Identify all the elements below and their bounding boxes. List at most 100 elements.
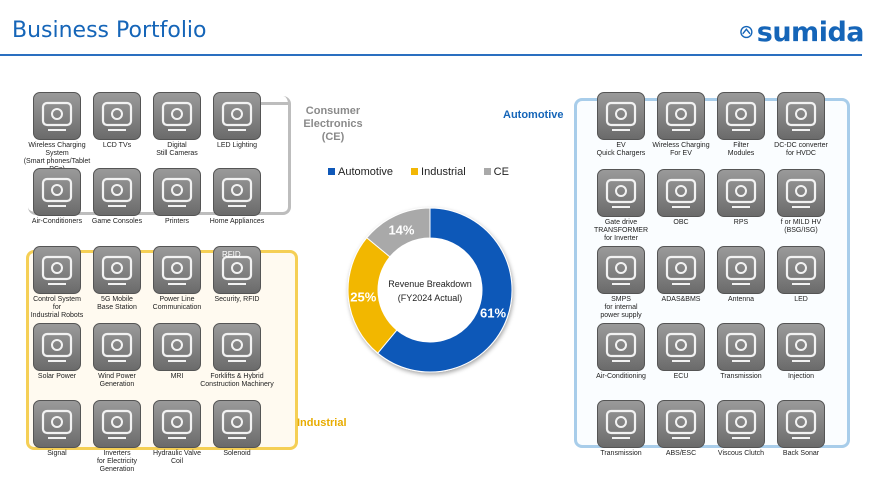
legend-item-ce: CE	[483, 166, 509, 178]
tile-caption: Injection	[787, 373, 815, 380]
led-bulb-icon	[213, 92, 261, 140]
tile-caption: Hydraulic Valve Coil	[152, 450, 202, 465]
tile-caption: Back Sonar	[782, 450, 820, 457]
tile-caption: LED Lighting	[216, 142, 258, 149]
rfid-badge: RFID	[222, 250, 241, 259]
tile-caption: SMPS for internal power supply	[600, 296, 642, 319]
tile-caption: Air-Conditioning	[596, 373, 646, 380]
smps-icon	[597, 246, 645, 294]
dashboard-vent-icon	[597, 323, 645, 371]
tile-caption: LED	[794, 296, 808, 303]
ev-charger-icon	[597, 92, 645, 140]
tile-caption: Viscous Clutch	[717, 450, 765, 457]
tile-caption: Solenoid	[223, 450, 251, 457]
tile-caption: Forklifts & Hybrid Construction Machiner…	[200, 373, 274, 388]
inverter-icon	[93, 400, 141, 448]
tile-caption: EV Quick Chargers	[596, 142, 646, 157]
logo-mark-icon	[740, 25, 753, 39]
automotive-group-label: Automotive	[503, 109, 564, 121]
car-profile-icon	[717, 400, 765, 448]
tile-caption: Antenna	[727, 296, 755, 303]
wireless-ev-icon	[657, 92, 705, 140]
ce-group-label: Consumer Electronics (CE)	[303, 105, 363, 143]
tile-caption: OBC	[673, 219, 689, 226]
center-text-line1: Revenue Breakdown	[388, 279, 472, 289]
printer-icon	[153, 168, 201, 216]
tile-caption: Signal	[47, 450, 67, 457]
mri-icon	[153, 323, 201, 371]
tile-caption: Air-Conditioners	[31, 218, 83, 225]
antenna-tower-icon	[93, 246, 141, 294]
tile-caption: Inverters for Electricity Generation	[96, 450, 138, 473]
hybrid-car-icon	[777, 169, 825, 217]
tile-caption: Transmission	[600, 450, 642, 457]
legend-label: Automotive	[338, 166, 394, 178]
center-text-line2: (FY2024 Actual)	[398, 293, 463, 303]
gamepad-icon	[93, 168, 141, 216]
camera-icon	[153, 92, 201, 140]
tile-caption: 5G Mobile Base Station	[97, 296, 137, 311]
tv-icon	[93, 92, 141, 140]
tile-caption: Wireless Charging For EV	[652, 142, 710, 157]
revenue-donut-chart: Revenue Breakdown (FY2024 Actual) 61% 25%…	[347, 207, 513, 373]
abs-icon	[657, 400, 705, 448]
logo-text: sumida	[756, 16, 865, 48]
tile-caption: Printers	[164, 218, 190, 225]
battery-pack-icon	[657, 246, 705, 294]
slice-label: 25%	[350, 289, 376, 304]
tile-caption: ADAS&BMS	[661, 296, 701, 303]
tile-caption: LCD TVs	[102, 142, 132, 149]
smartphone-icon	[33, 92, 81, 140]
tile-caption: Home Appliances	[209, 218, 265, 225]
gearshift-icon	[717, 323, 765, 371]
sumida-logo: sumida	[740, 16, 865, 48]
valve-icon	[153, 400, 201, 448]
solar-panel-icon	[33, 323, 81, 371]
tile-caption: Control System for Industrial Robots	[30, 296, 84, 319]
tile-caption: Security, RFID	[214, 296, 260, 303]
ecu-icon	[657, 323, 705, 371]
forklift-icon	[213, 323, 261, 371]
tile-caption: ECU	[673, 373, 689, 380]
donut-hole	[378, 238, 482, 342]
microwave-icon	[213, 168, 261, 216]
tile-caption: Solar Power	[37, 373, 77, 380]
rps-icon	[717, 169, 765, 217]
traffic-light-icon	[33, 400, 81, 448]
sonar-icon	[777, 400, 825, 448]
tile-caption: ABS/ESC	[665, 450, 697, 457]
tile-caption: Wind Power Generation	[98, 373, 136, 388]
tile-caption: Power Line Communication	[152, 296, 202, 311]
page-title: Business Portfolio	[12, 18, 207, 43]
tile-caption: MRI	[170, 373, 184, 380]
tile-caption: DC-DC converter for HVDC	[774, 142, 828, 157]
mirror-icon	[717, 246, 765, 294]
power-adapter-icon	[153, 246, 201, 294]
legend-item-industrial: Industrial	[411, 166, 466, 178]
tile-caption: f or MILD HV (BSG/ISG)	[780, 219, 822, 234]
ce-frame-top	[260, 102, 288, 105]
tile-caption: Digital Still Cameras	[156, 142, 198, 157]
air-conditioner-icon	[33, 168, 81, 216]
legend-label: CE	[493, 166, 509, 178]
tile-caption: Filter Modules	[727, 142, 755, 157]
engine-icon	[777, 323, 825, 371]
legend-item-automotive: Automotive	[328, 166, 393, 178]
tile-caption: RPS	[733, 219, 749, 226]
obc-icon	[657, 169, 705, 217]
gear-lever-icon	[597, 400, 645, 448]
tile-caption: Game Consoles	[91, 218, 143, 225]
tile-caption: Transmission	[720, 373, 762, 380]
header-divider	[0, 54, 862, 56]
rfid-icon: RFID	[213, 246, 261, 294]
solenoid-icon	[213, 400, 261, 448]
wind-turbine-icon	[93, 323, 141, 371]
chart-legend: Automotive Industrial CE	[328, 166, 509, 178]
slice-label: 14%	[388, 222, 414, 237]
plug-car-icon	[717, 92, 765, 140]
car-side-icon	[777, 92, 825, 140]
car-front-icon	[597, 169, 645, 217]
slice-label: 61%	[480, 306, 506, 321]
headlight-icon	[777, 246, 825, 294]
robot-arm-icon	[33, 246, 81, 294]
